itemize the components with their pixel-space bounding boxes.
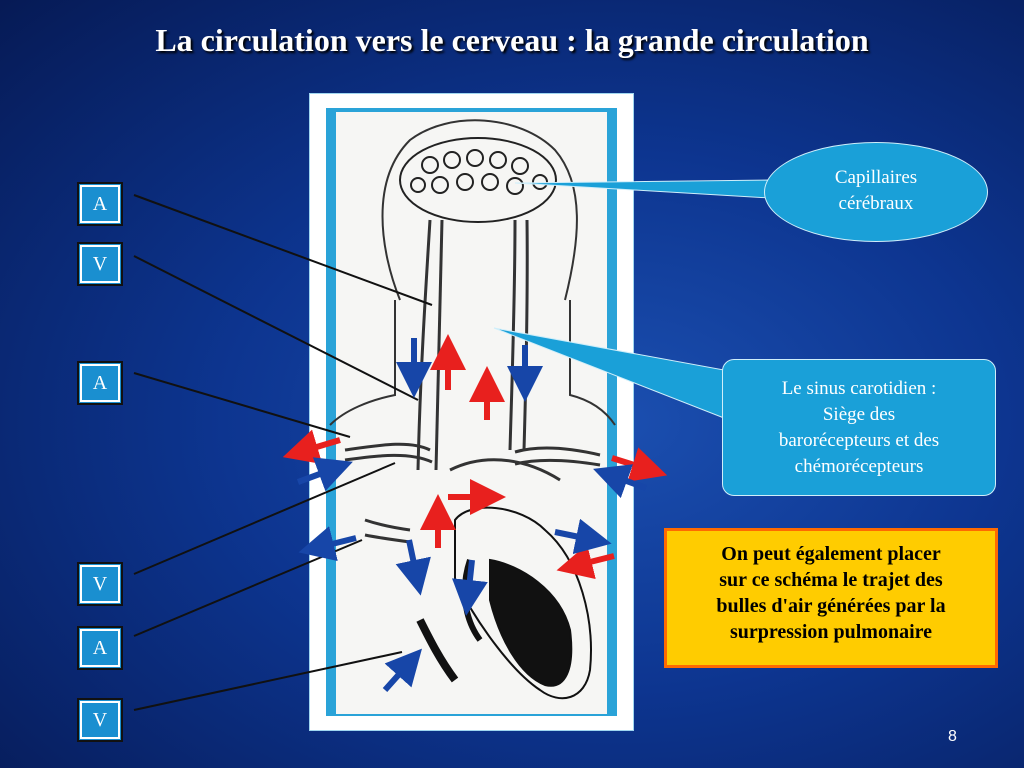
capillaires-callout: Capillaires cérébraux [764, 142, 988, 242]
callout-line: cérébraux [838, 193, 914, 214]
note-box: On peut également placer sur ce schéma l… [664, 528, 998, 668]
sinus-callout-pointer [493, 327, 725, 419]
label-artery-3: A [77, 626, 123, 670]
body-outline [329, 119, 616, 426]
label-artery-1: A [77, 182, 123, 226]
callout-line: Capillaires [834, 167, 918, 188]
callout-line: Le sinus carotidien : [781, 378, 937, 399]
label-artery-2: A [77, 361, 123, 405]
label-connectors [133, 194, 433, 711]
note-line: On peut également placer [721, 543, 941, 565]
brain-capillaries [399, 137, 557, 223]
note-line: bulles d'air générées par la [716, 595, 946, 617]
slide-number: 8 [948, 728, 957, 745]
note-line: sur ce schéma le trajet des [719, 569, 943, 591]
vein-arrows [296, 338, 648, 692]
label-vein-2: V [77, 562, 123, 606]
callout-line: chémorécepteurs [794, 456, 924, 477]
callout-line: barorécepteurs et des [778, 430, 940, 451]
callout-line: Siège des [822, 404, 896, 425]
artery-arrows [282, 334, 668, 580]
note-line: surpression pulmonaire [729, 621, 933, 643]
label-vein-3: V [77, 698, 123, 742]
diagram-frame [309, 93, 634, 731]
label-vein-1: V [77, 242, 123, 286]
sinus-callout: Le sinus carotidien : Siège des baroréce… [722, 359, 996, 496]
capillaires-callout-pointer [514, 179, 771, 199]
vessels [344, 219, 601, 544]
slide-title: La circulation vers le cerveau : la gran… [155, 22, 869, 58]
